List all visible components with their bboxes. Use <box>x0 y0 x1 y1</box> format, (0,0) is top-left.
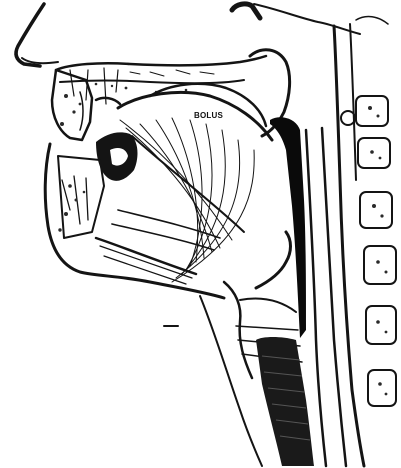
epiglottis <box>256 232 291 288</box>
hard-palate <box>56 56 266 104</box>
neck-contour <box>200 296 262 466</box>
cervical-spine <box>334 17 396 466</box>
pharynx-canal <box>270 117 306 338</box>
bolus-label: BOLUS <box>194 111 223 120</box>
skull-base-edge <box>232 4 260 18</box>
nose-outline <box>16 4 58 66</box>
